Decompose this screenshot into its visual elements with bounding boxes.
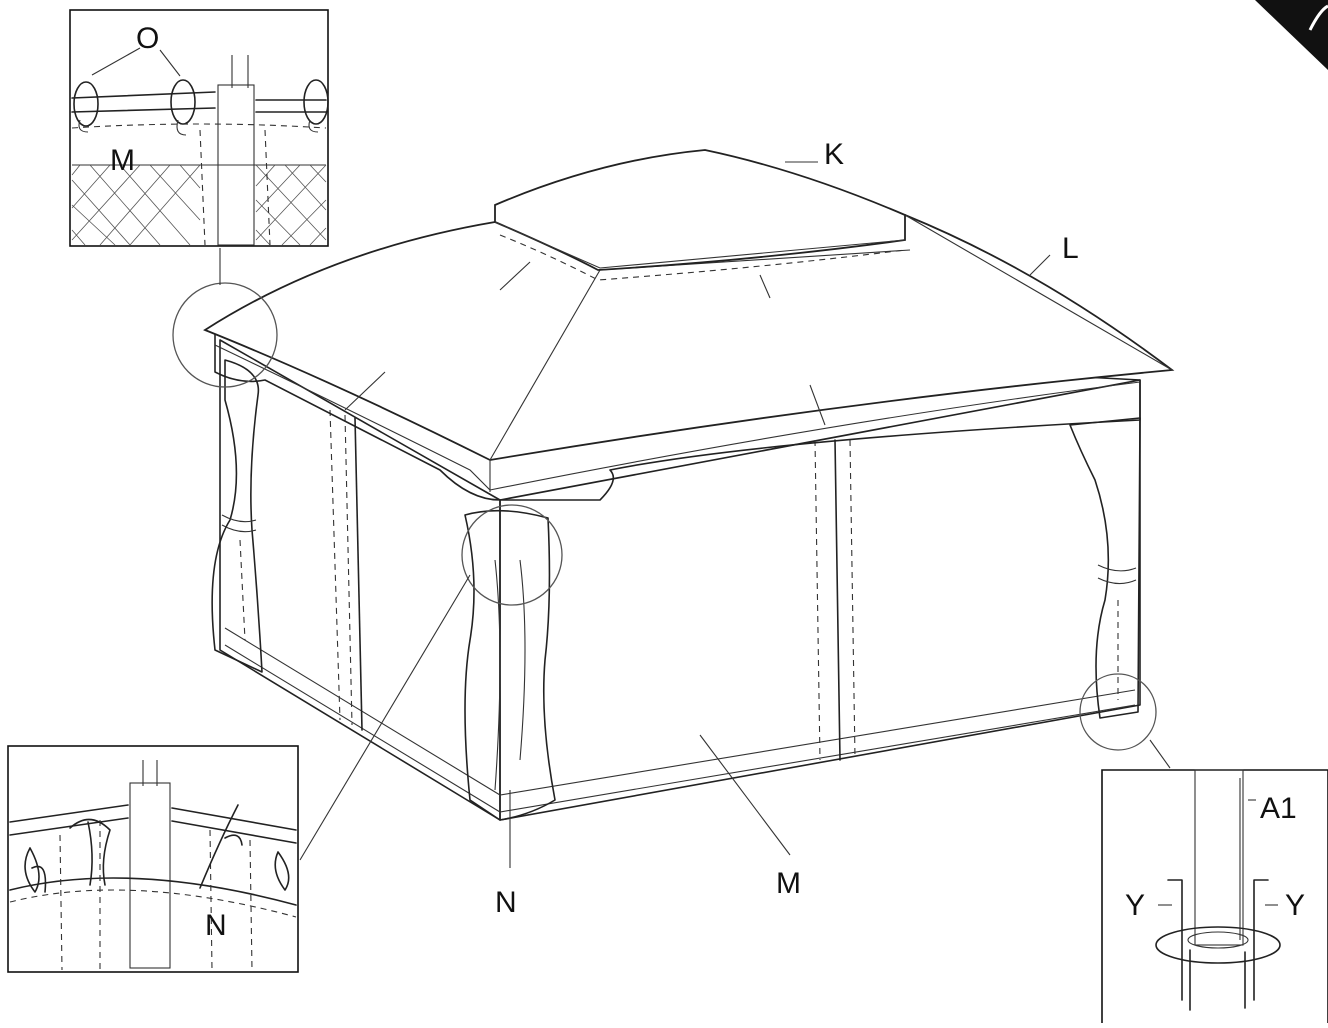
callout-circle-roof-corner [172, 282, 278, 388]
canopy-main [203, 214, 1175, 461]
corner-arc [1308, 4, 1328, 31]
detail-base-plate [1101, 769, 1328, 1023]
detail-curtain-ties [7, 745, 299, 973]
label-m-detail: M [110, 144, 135, 177]
corner-mark [1255, 0, 1328, 70]
gazebo-structure [172, 149, 1175, 868]
label-o: O [136, 22, 159, 55]
label-m: M [776, 867, 801, 900]
label-a1: A1 [1260, 792, 1297, 825]
detail-rings [69, 9, 329, 247]
curtain-front-left [464, 509, 556, 821]
front-wall [499, 379, 1141, 821]
canopy-top [494, 149, 906, 271]
curtain-left [211, 359, 263, 673]
label-k: K [824, 138, 844, 171]
label-n: N [495, 886, 517, 919]
callout-circle-curtain [461, 504, 563, 606]
curtain-right [1069, 417, 1141, 719]
label-n-detail: N [205, 909, 227, 942]
callout-circle-base [1079, 673, 1157, 751]
label-y-left: Y [1125, 889, 1145, 922]
label-y-right: Y [1285, 889, 1305, 922]
label-l: L [1062, 232, 1079, 265]
